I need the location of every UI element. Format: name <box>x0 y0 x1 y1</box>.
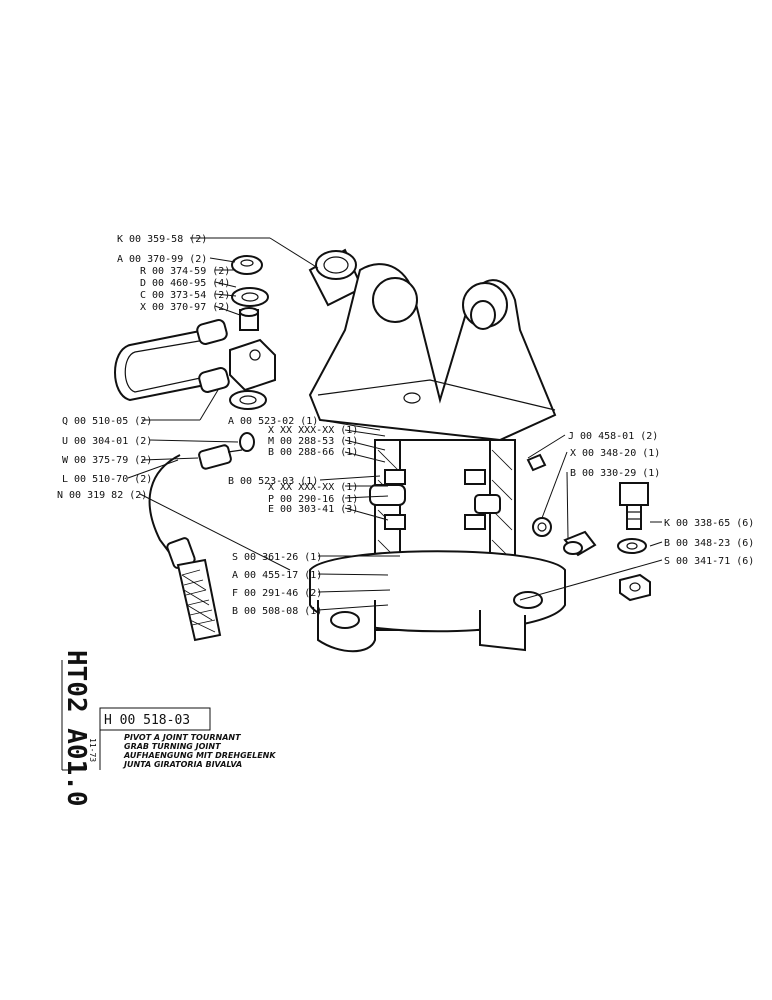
drawing-code: HT02 A01.0 <box>61 650 91 807</box>
callout: U 00 304-01 (2) <box>62 436 152 447</box>
callout: X XX XXX-XX (1) <box>268 482 358 493</box>
callout: X XX XXX-XX (1) <box>268 425 358 436</box>
callout: X 00 370-97 (2) <box>140 302 230 313</box>
u-pipe <box>114 319 230 402</box>
date-code: 11-73 <box>88 738 97 762</box>
callout: A 00 370-99 (2) <box>117 254 207 265</box>
callout: B 00 348-23 (6) <box>664 538 754 549</box>
title-block: HT02 A01.0 11-73 H 00 518-03 PIVOT A JOI… <box>61 650 276 807</box>
callout-labels: K 00 359-58 (2) A 00 370-99 (2) R 00 374… <box>57 234 754 617</box>
title-fr: PIVOT A JOINT TOURNANT <box>124 733 241 742</box>
right-parts <box>526 453 651 602</box>
callout: B 00 523-03 (1) <box>228 476 318 487</box>
swivel-block <box>229 338 276 410</box>
flexible-hose <box>148 454 222 642</box>
callout: M 00 288-53 (1) <box>268 436 358 447</box>
yoke-body <box>308 263 557 442</box>
exploded-drawing: K 00 359-58 (2) A 00 370-99 (2) R 00 374… <box>57 234 754 653</box>
callout: F 00 291-46 (2) <box>232 588 322 599</box>
callout: A 00 523-02 (1) <box>228 416 318 427</box>
callout: C 00 373-54 (2) <box>140 290 230 301</box>
callout: Q 00 510-05 (2) <box>62 416 152 427</box>
callout: W 00 375-79 (2) <box>62 455 152 466</box>
part-number: H 00 518-03 <box>104 713 190 728</box>
callout: S 00 341-71 (6) <box>664 556 754 567</box>
o-ring-and-fitting <box>198 432 255 470</box>
callout: R 00 374-59 (2) <box>140 266 230 277</box>
seal-stack <box>231 255 269 331</box>
title-en: GRAB TURNING JOINT <box>124 742 221 751</box>
callout: L 00 510-70 (2) <box>62 474 152 485</box>
callout: A 00 455-17 (1) <box>232 570 322 581</box>
callout: E 00 303-41 (3) <box>268 504 358 515</box>
callout: D 00 460-95 (4) <box>140 278 230 289</box>
leader-lines <box>127 237 663 611</box>
callout: B 00 330-29 (1) <box>570 468 660 479</box>
callout: B 00 508-08 (1) <box>232 606 322 617</box>
base-flange <box>309 550 566 653</box>
callout: S 00 361-26 (1) <box>232 552 322 563</box>
title-es: JUNTA GIRATORIA BIVALVA <box>122 760 242 769</box>
callout: X 00 348-20 (1) <box>570 448 660 459</box>
callout: P 00 290-16 (1) <box>268 494 358 505</box>
callout: B 00 288-66 (1) <box>268 447 358 458</box>
callout: K 00 359-58 (2) <box>117 234 207 245</box>
callout: J 00 458-01 (2) <box>568 431 658 442</box>
callout: N 00 319 82 (2) <box>57 490 147 501</box>
title-de: AUFHAENGUNG MIT DREHGELENK <box>123 751 276 760</box>
callout: K 00 338-65 (6) <box>664 518 754 529</box>
